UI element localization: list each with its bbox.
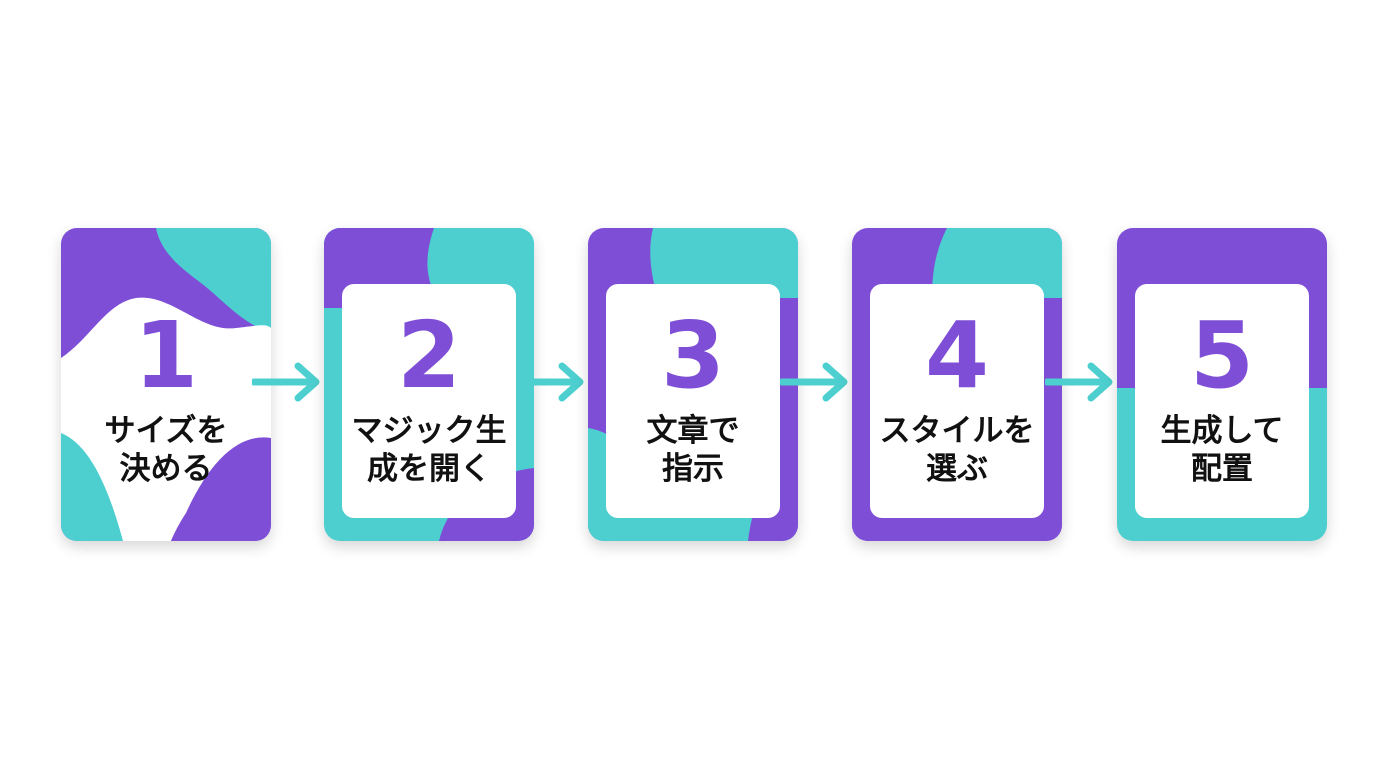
step-number: 4 — [924, 302, 989, 409]
step-card-4: 4 スタイルを 選ぶ — [852, 228, 1062, 541]
step-card-5: 5 生成して 配置 — [1117, 228, 1327, 541]
step-label-line-2: 配置 — [1191, 451, 1253, 487]
step-panel — [606, 284, 780, 518]
arrow-right-icon — [516, 362, 584, 402]
step-label-line-1: サイズを — [104, 413, 228, 449]
step-label-line-2: 成を開く — [367, 451, 491, 487]
step-label-line-1: スタイルを — [879, 413, 1035, 449]
step-card-2: 2 マジック生 成を開く — [324, 228, 534, 541]
step-label-line-2: 決める — [119, 451, 213, 487]
step-number: 1 — [133, 302, 198, 409]
card-1-background — [61, 228, 271, 541]
step-label-line-2: 選ぶ — [926, 451, 988, 487]
step-card-1: 1 サイズを 決める — [61, 228, 271, 541]
step-number: 3 — [660, 302, 725, 409]
step-number: 5 — [1189, 302, 1254, 409]
step-label: スタイルを 選ぶ — [852, 412, 1062, 488]
step-label-line-2: 指示 — [662, 451, 724, 487]
step-label-line-1: マジック生 — [351, 413, 507, 449]
step-panel — [1135, 284, 1309, 518]
arrow-right-icon — [252, 362, 320, 402]
arrow-right-icon — [780, 362, 848, 402]
step-label-line-1: 生成して — [1160, 413, 1284, 449]
step-number: 2 — [396, 302, 461, 409]
step-label: マジック生 成を開く — [324, 412, 534, 488]
step-panel — [870, 284, 1044, 518]
arrow-right-icon — [1045, 362, 1113, 402]
step-label: サイズを 決める — [61, 412, 271, 488]
step-card-3: 3 文章で 指示 — [588, 228, 798, 541]
step-label-line-1: 文章で — [646, 413, 740, 449]
step-label: 生成して 配置 — [1117, 412, 1327, 488]
step-label: 文章で 指示 — [588, 412, 798, 488]
step-panel — [342, 284, 516, 518]
